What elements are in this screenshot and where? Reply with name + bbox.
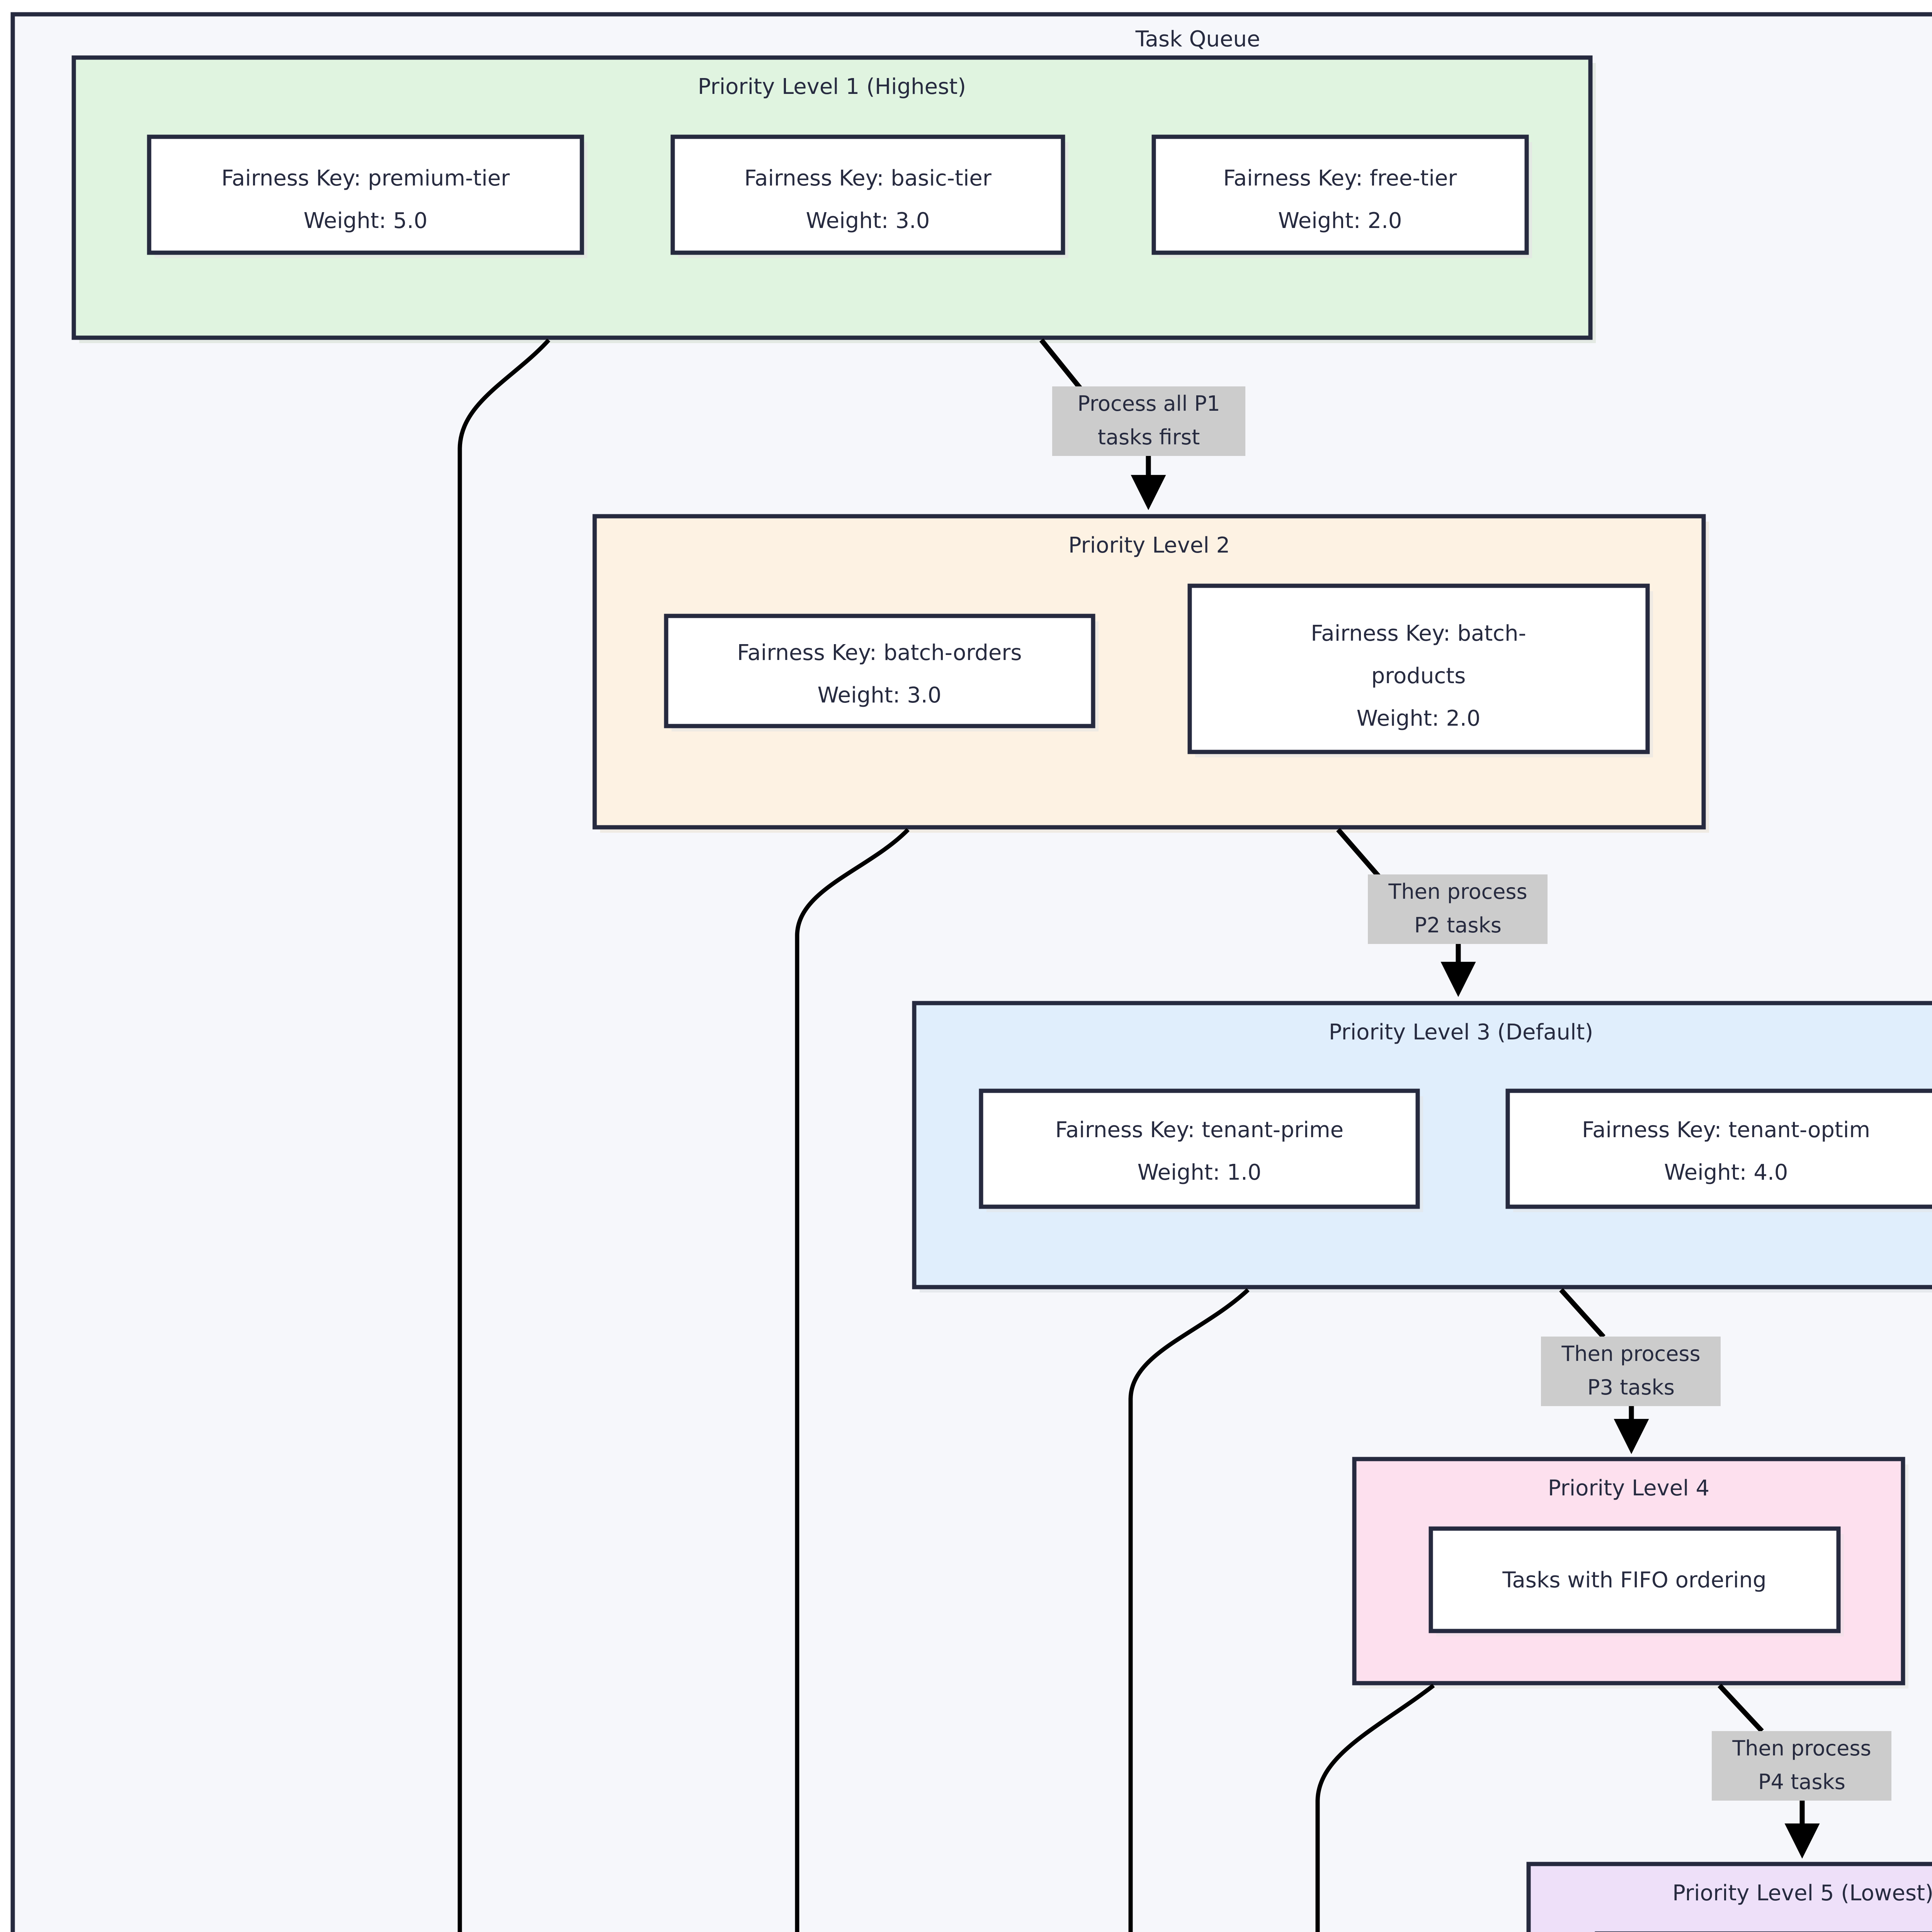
node-p3a-box (979, 1088, 1420, 1209)
group-p5-box (1526, 1862, 1932, 1932)
node-p3-tenant-optim[interactable]: Fairness Key: tenant-optim Weight: 4.0 (1505, 1088, 1932, 1212)
group-p2-title: Priority Level 2 (1068, 533, 1230, 558)
edge-label-p2-p3-line-2: P2 tasks (1414, 913, 1502, 937)
node-p3b-line-1: Fairness Key: tenant-optim (1582, 1117, 1870, 1143)
group-priority-level-2[interactable]: Priority Level 2 Fairness Key: batch-ord… (592, 514, 1709, 833)
edge-label-p1-p2: Process all P1 tasks first (1052, 386, 1245, 456)
group-priority-level-4[interactable]: Priority Level 4 Tasks with FIFO orderin… (1352, 1457, 1908, 1689)
edge-p4-to-workers (1315, 1684, 1435, 1932)
node-p1-basic-tier[interactable]: Fairness Key: basic-tier Weight: 3.0 (670, 134, 1068, 258)
node-p1b-box (670, 134, 1065, 255)
edge-label-layer: Process all P1 tasks first Then process … (1052, 386, 1891, 1801)
node-p1c-box (1151, 134, 1529, 255)
edge-label-p4-p5-line-2: P4 tasks (1758, 1770, 1845, 1794)
edge-label-p2-p3: Then process P2 tasks (1368, 874, 1548, 944)
node-p1-free-tier[interactable]: Fairness Key: free-tier Weight: 2.0 (1151, 134, 1532, 258)
edge-label-p4-p5-bg (1712, 1731, 1891, 1801)
node-p2a-line-2: Weight: 3.0 (818, 683, 942, 708)
node-p1b-line-1: Fairness Key: basic-tier (744, 166, 992, 191)
edge-label-p2-p3-bg (1368, 874, 1548, 944)
edge-p3-to-workers (1128, 1288, 1250, 1932)
node-p1-premium-tier[interactable]: Fairness Key: premium-tier Weight: 5.0 (147, 134, 587, 258)
node-p4a-line-1: Tasks with FIFO ordering (1502, 1568, 1766, 1593)
node-p1c-line-2: Weight: 2.0 (1278, 208, 1402, 233)
edge-p3-to-p4-upper (1559, 1288, 1605, 1339)
edge-p1-to-workers (457, 338, 551, 1932)
edge-label-p3-p4-line-1: Then process (1561, 1342, 1700, 1366)
group-p4-title: Priority Level 4 (1548, 1476, 1709, 1501)
edge-label-p4-p5-line-1: Then process (1732, 1736, 1871, 1760)
node-p3a-line-1: Fairness Key: tenant-prime (1055, 1117, 1344, 1143)
node-p2-batch-orders[interactable]: Fairness Key: batch-orders Weight: 3.0 (664, 614, 1099, 731)
node-p2-batch-products[interactable]: Fairness Key: batch- products Weight: 2.… (1187, 583, 1653, 757)
group-p3-title: Priority Level 3 (Default) (1329, 1020, 1593, 1045)
edge-label-p3-p4-line-2: P3 tasks (1587, 1375, 1675, 1400)
edge-label-p2-p3-line-1: Then process (1388, 879, 1527, 904)
node-p1a-line-2: Weight: 5.0 (304, 208, 428, 233)
node-p2b-line-2: products (1371, 663, 1466, 689)
node-p3a-line-2: Weight: 1.0 (1138, 1160, 1262, 1185)
edge-p2-to-workers (795, 828, 910, 1932)
edge-p4-to-p5-upper (1718, 1684, 1764, 1733)
edge-p2-to-p3-upper (1336, 828, 1381, 879)
group-priority-level-5[interactable]: Priority Level 5 (Lowest) Tasks with FIF… (1526, 1862, 1932, 1932)
edge-layer (457, 338, 1820, 1932)
edge-label-p4-p5: Then process P4 tasks (1712, 1731, 1891, 1801)
node-p2b-box (1187, 583, 1650, 754)
node-p3b-box (1505, 1088, 1932, 1209)
node-p2a-line-1: Fairness Key: batch-orders (737, 640, 1022, 665)
node-p2b-line-3: Weight: 2.0 (1357, 706, 1481, 731)
node-p1a-line-1: Fairness Key: premium-tier (221, 166, 510, 191)
node-p4-fifo[interactable]: Tasks with FIFO ordering (1429, 1526, 1844, 1636)
group-priority-level-3[interactable]: Priority Level 3 (Default) Fairness Key:… (912, 1001, 1932, 1293)
edge-p1-to-p2-upper (1039, 338, 1084, 392)
edge-label-p3-p4-bg (1541, 1337, 1721, 1406)
edge-label-p1-p2-line-2: tasks first (1098, 425, 1200, 449)
group-p1-title: Priority Level 1 (Highest) (698, 74, 966, 99)
group-priority-level-1[interactable]: Priority Level 1 (Highest) Fairness Key:… (71, 55, 1596, 343)
node-p4a-box (1429, 1526, 1841, 1633)
node-p1a-box (147, 134, 584, 255)
edge-label-p1-p2-bg (1052, 386, 1245, 456)
edge-label-p3-p4: Then process P3 tasks (1541, 1337, 1721, 1406)
node-p3b-line-2: Weight: 4.0 (1664, 1160, 1788, 1185)
node-p2a-box (664, 614, 1095, 728)
group-p5-title: Priority Level 5 (Lowest) (1672, 1881, 1932, 1906)
node-p2b-line-1: Fairness Key: batch- (1311, 621, 1526, 646)
node-p1b-line-2: Weight: 3.0 (806, 208, 930, 233)
node-p3-tenant-prime[interactable]: Fairness Key: tenant-prime Weight: 1.0 (979, 1088, 1423, 1212)
container-title: Task Queue (1135, 27, 1260, 52)
node-p1c-line-1: Fairness Key: free-tier (1223, 166, 1458, 191)
edge-label-p1-p2-line-1: Process all P1 (1077, 391, 1220, 416)
